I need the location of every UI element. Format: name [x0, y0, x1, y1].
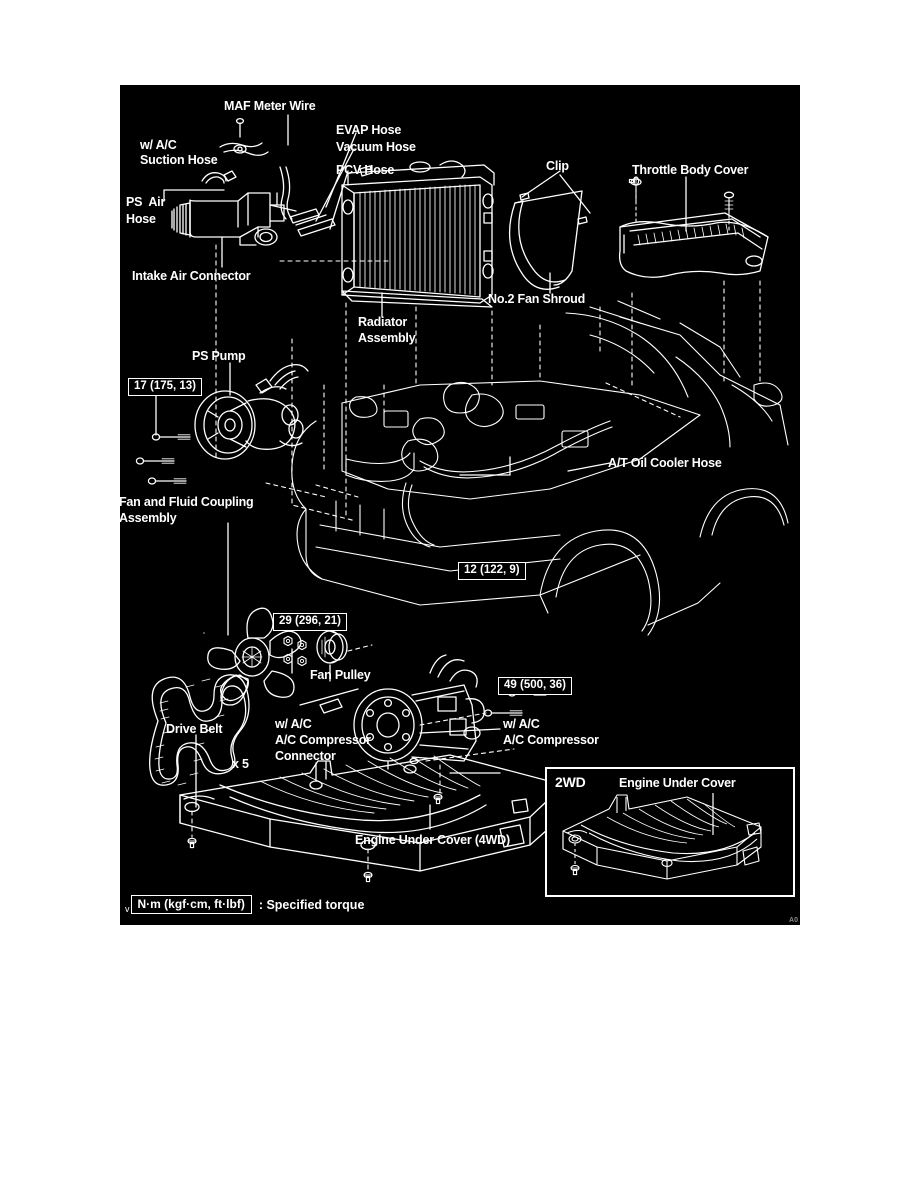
- label-with-ac-connector: w/ A/C: [275, 717, 312, 731]
- under-cover-bolts: [187, 757, 555, 883]
- label-ps-air-hose-2: Hose: [126, 212, 156, 226]
- label-engine-under-cover-4wd: Engine Under Cover (4WD): [355, 833, 510, 847]
- label-bolt-count: x 5: [232, 757, 249, 771]
- throttle-body-cover-art: [618, 212, 769, 278]
- label-fan-fluid-1: Fan and Fluid Coupling: [120, 495, 254, 509]
- ac-compressor-bolts: [319, 689, 547, 717]
- label-maf-meter-wire: MAF Meter Wire: [224, 99, 316, 113]
- torque-box-radiator: 12 (122, 9): [458, 562, 526, 580]
- throttle-cover-bolt-left: [628, 176, 642, 202]
- label-ps-air-hose-1: PS Air: [126, 195, 166, 209]
- engine-under-cover-4wd-art: [179, 754, 565, 872]
- torque-legend: v N·m (kgf·cm, ft·lbf) : Specified torqu…: [125, 895, 364, 914]
- ps-pump-bolts: [135, 433, 191, 485]
- torque-box-ps-pump: 17 (175, 13): [128, 378, 203, 396]
- torque-box-ac-compressor: 49 (500, 36): [498, 677, 573, 695]
- maf-meter-wire-art: [219, 117, 269, 156]
- radiator-assembly-art: [341, 160, 495, 308]
- label-ac-compressor: A/C Compressor: [503, 733, 599, 747]
- label-vacuum-hose: Vacuum Hose: [336, 140, 416, 154]
- no2-fan-shroud-art: [509, 190, 588, 290]
- intake-air-connector-art: [171, 192, 285, 246]
- label-intake-air-connector: Intake Air Connector: [132, 269, 251, 283]
- legend-description: : Specified torque: [258, 897, 365, 912]
- label-throttle-body-cover: Throttle Body Cover: [632, 163, 749, 177]
- label-at-oil-cooler-hose: A/T Oil Cooler Hose: [608, 456, 722, 470]
- torque-box-fan-pulley: 29 (296, 21): [273, 613, 348, 631]
- label-clip: Clip: [546, 159, 569, 173]
- label-no2-fan-shroud: No.2 Fan Shroud: [488, 292, 586, 306]
- label-fan-fluid-2: Assembly: [120, 511, 177, 525]
- suction-hose-art: [201, 170, 237, 184]
- label-fan-pulley: Fan Pulley: [310, 668, 371, 682]
- inset-2wd-art: [562, 794, 762, 880]
- ac-compressor-art: [353, 654, 485, 770]
- legend-units-box: N·m (kgf·cm, ft·lbf): [130, 895, 252, 914]
- label-ac-compressor-connector-2: Connector: [275, 749, 336, 763]
- corner-watermark: A0: [789, 917, 798, 924]
- label-pcv-hose: PCV Hose: [336, 163, 395, 177]
- fan-pulley-art: [316, 630, 348, 664]
- engine-parts-diagram: MAF Meter Wire EVAP Hose Vacuum Hose PCV…: [120, 85, 800, 925]
- drive-belt-art: [149, 674, 250, 786]
- label-radiator-line2: Assembly: [358, 331, 416, 345]
- diagram-line-art: [135, 114, 789, 883]
- label-with-ac-compressor: w/ A/C: [503, 717, 540, 731]
- legend-tick-mark: v: [125, 904, 130, 914]
- hose-bundle-art: [269, 166, 336, 237]
- vehicle-body-art: [291, 300, 789, 636]
- label-ac-compressor-connector-1: A/C Compressor: [275, 733, 371, 747]
- label-radiator-line1: Radiator: [358, 315, 408, 329]
- inset-2wd-drive-type: 2WD: [555, 774, 586, 790]
- label-ps-pump: PS Pump: [192, 349, 246, 363]
- label-evap-hose: EVAP Hose: [336, 123, 402, 137]
- inset-2wd-panel: 2WD Engine Under Cover: [545, 767, 795, 897]
- ps-pump-art: [194, 363, 309, 460]
- inset-2wd-title: Engine Under Cover: [619, 776, 736, 790]
- label-drive-belt: Drive Belt: [166, 722, 223, 736]
- label-with-ac-suction: w/ A/C: [140, 138, 177, 152]
- label-suction-hose: Suction Hose: [140, 153, 218, 167]
